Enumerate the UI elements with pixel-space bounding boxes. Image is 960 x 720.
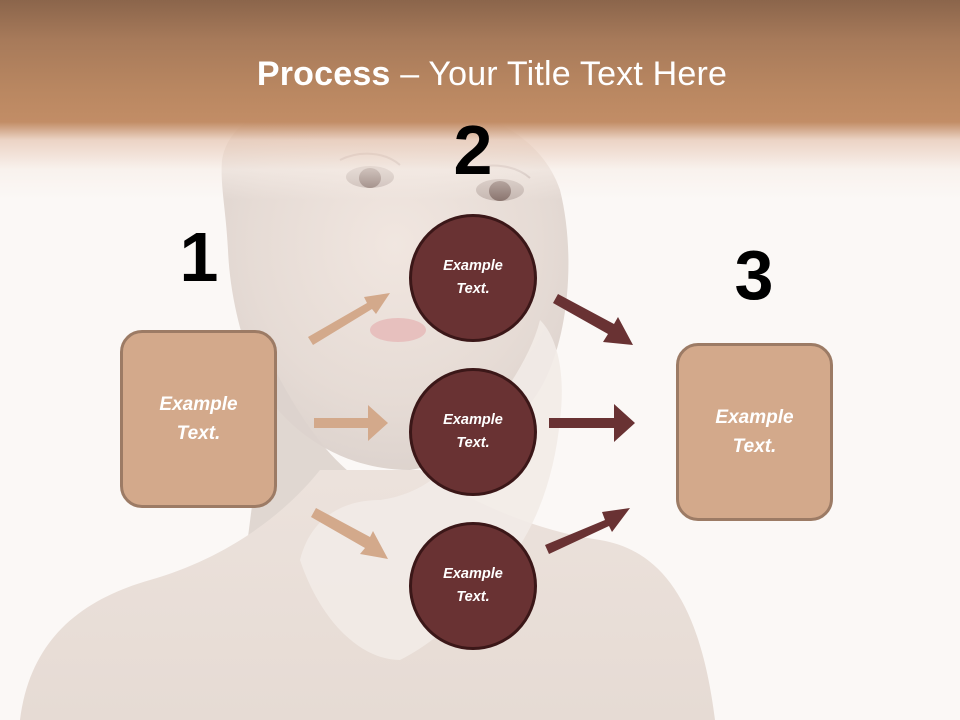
step-number-3: 3 (734, 236, 774, 314)
box-label-line1: Example (159, 394, 238, 415)
circle-label-line1: Example (443, 566, 503, 582)
arrow-down-right-icon (311, 508, 388, 559)
header-band (0, 0, 960, 200)
arrow-down-right-icon (553, 294, 633, 345)
box-label-line1: Example (715, 407, 794, 428)
circle-label-line2: Text. (456, 281, 490, 297)
step-number-1: 1 (179, 218, 219, 296)
title-bold: Process (256, 55, 391, 93)
step-2-circle-bottom[interactable]: Example Text. (409, 522, 537, 650)
arrow-up-right-icon (308, 293, 390, 345)
step-number-2: 2 (453, 111, 493, 189)
step-1-box[interactable]: Example Text. (120, 330, 277, 508)
circle-label-line2: Text. (456, 589, 490, 605)
circle-label-line1: Example (443, 412, 503, 428)
arrow-right-icon (314, 405, 388, 441)
step-3-label: Example Text. (715, 403, 793, 461)
slide-title: Process – Your Title Text Here (0, 52, 960, 96)
title-rest: – Your Title Text Here (390, 55, 728, 93)
box-label-line2: Text. (176, 423, 221, 444)
arrow-up-right-icon (545, 508, 630, 554)
box-label-line2: Text. (732, 436, 777, 457)
step-2-circle-top[interactable]: Example Text. (409, 214, 537, 342)
step-2-circle-middle[interactable]: Example Text. (409, 368, 537, 496)
circle-label-line2: Text. (456, 435, 490, 451)
step-3-box[interactable]: Example Text. (676, 343, 833, 521)
circle-label-line1: Example (443, 258, 503, 274)
arrow-right-icon (549, 404, 635, 442)
step-1-label: Example Text. (159, 390, 237, 448)
